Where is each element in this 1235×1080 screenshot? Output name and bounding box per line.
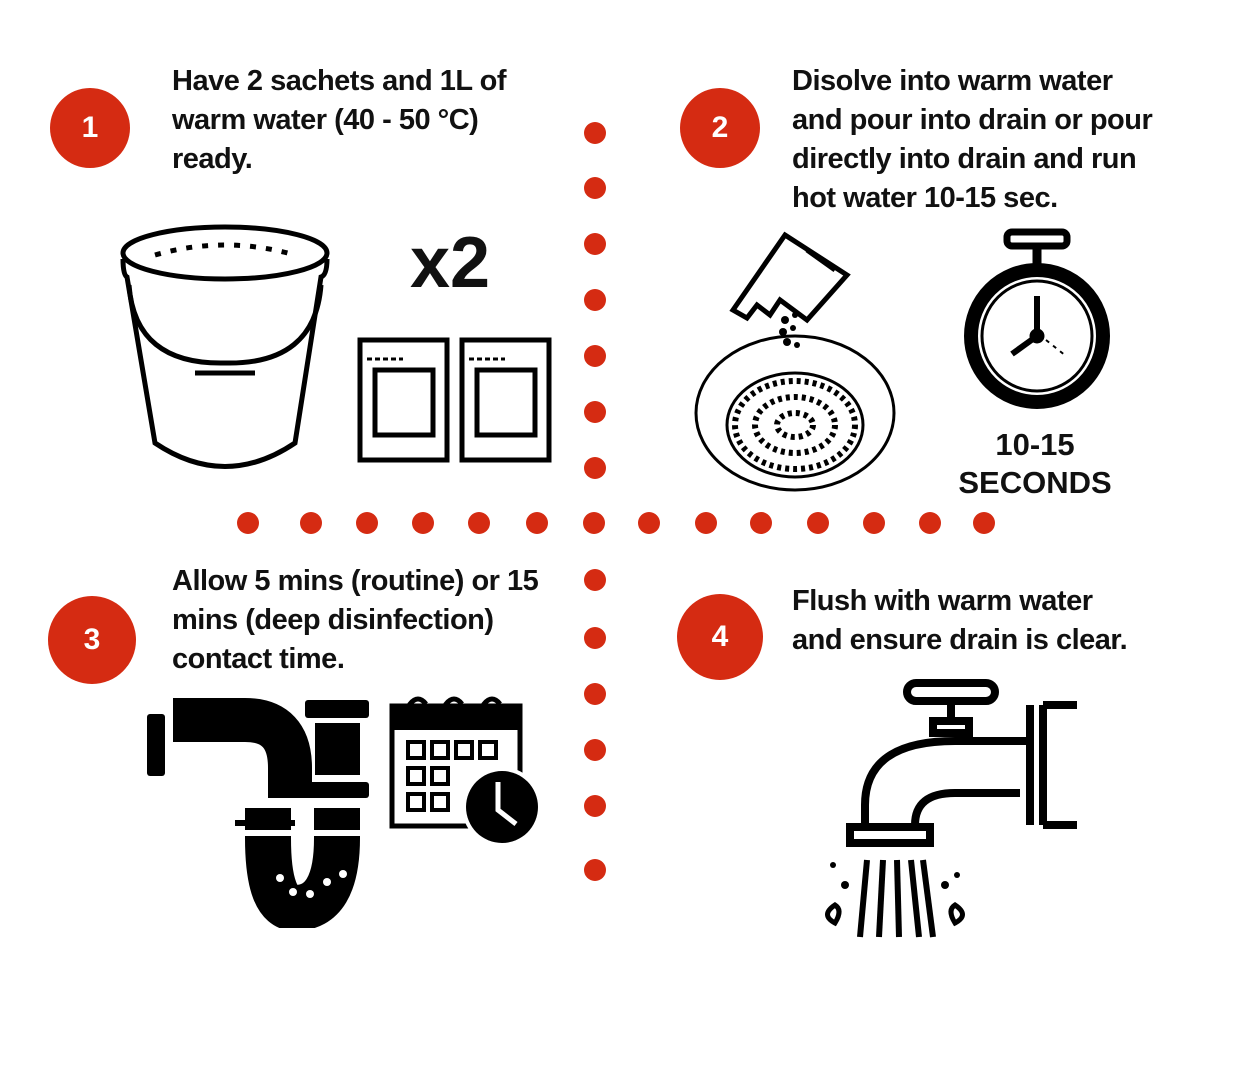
divider-dot: [584, 739, 606, 761]
tap-icon: [825, 679, 1077, 938]
step-4-line: Flush with warm water: [792, 585, 1093, 617]
step-1-text: Have 2 sachets and 1L of warm water (40 …: [172, 62, 507, 179]
step-1-line: warm water (40 - 50 °C): [172, 104, 479, 136]
divider-dot: [412, 512, 434, 534]
divider-dot: [695, 512, 717, 534]
step-1-badge: 1: [50, 88, 130, 168]
divider-dot: [584, 289, 606, 311]
divider-dot: [750, 512, 772, 534]
calendar-clock-icon: [389, 696, 542, 847]
divider-dot: [584, 627, 606, 649]
divider-dot: [526, 512, 548, 534]
step-1-line: ready.: [172, 143, 253, 175]
stopwatch-icon: [964, 228, 1110, 409]
step-2-line: and pour into drain or pour: [792, 104, 1153, 136]
timer-unit: SECONDS: [958, 465, 1112, 500]
step-3-badge: 3: [48, 596, 136, 684]
step-4-line: and ensure drain is clear.: [792, 624, 1128, 656]
bucket-icon: [120, 224, 330, 469]
divider-dot: [638, 512, 660, 534]
divider-dot: [237, 512, 259, 534]
divider-dot: [863, 512, 885, 534]
step-3-line: Allow 5 mins (routine) or 15: [172, 565, 539, 597]
divider-dot: [468, 512, 490, 534]
step-1-line: Have 2 sachets and 1L of: [172, 65, 507, 97]
divider-dot: [356, 512, 378, 534]
step-2-badge: 2: [680, 88, 760, 168]
divider-dot: [584, 859, 606, 881]
divider-dot: [584, 122, 606, 144]
divider-dot: [584, 683, 606, 705]
timer-value: 10-15: [995, 427, 1075, 462]
step-3-line: mins (deep disinfection): [172, 604, 494, 636]
divider-dot: [584, 569, 606, 591]
step-2-text: Disolve into warm water and pour into dr…: [792, 62, 1153, 218]
drain-icon: [694, 334, 896, 492]
step-3-text: Allow 5 mins (routine) or 15 mins (deep …: [172, 562, 539, 679]
step-2-line: hot water 10-15 sec.: [792, 182, 1058, 214]
divider-dot: [584, 795, 606, 817]
divider-dot: [584, 457, 606, 479]
step-4-badge: 4: [677, 594, 763, 680]
timer-label: 10-15 SECONDS: [950, 426, 1120, 502]
divider-dot: [584, 177, 606, 199]
sachet-count: x2: [410, 223, 491, 303]
divider-dot: [300, 512, 322, 534]
divider-dot: [973, 512, 995, 534]
step-3-line: contact time.: [172, 643, 345, 675]
divider-dot: [584, 401, 606, 423]
sachet-pour-icon: [729, 231, 851, 348]
sachet-icon: [357, 337, 552, 463]
divider-dot: [807, 512, 829, 534]
divider-dot: [919, 512, 941, 534]
step-2-line: Disolve into warm water: [792, 65, 1113, 97]
divider-dot: [583, 512, 605, 534]
step-4-text: Flush with warm water and ensure drain i…: [792, 582, 1128, 660]
divider-dot: [584, 233, 606, 255]
divider-dot: [584, 345, 606, 367]
pipe-icon: [147, 698, 370, 928]
step-2-line: directly into drain and run: [792, 143, 1137, 175]
